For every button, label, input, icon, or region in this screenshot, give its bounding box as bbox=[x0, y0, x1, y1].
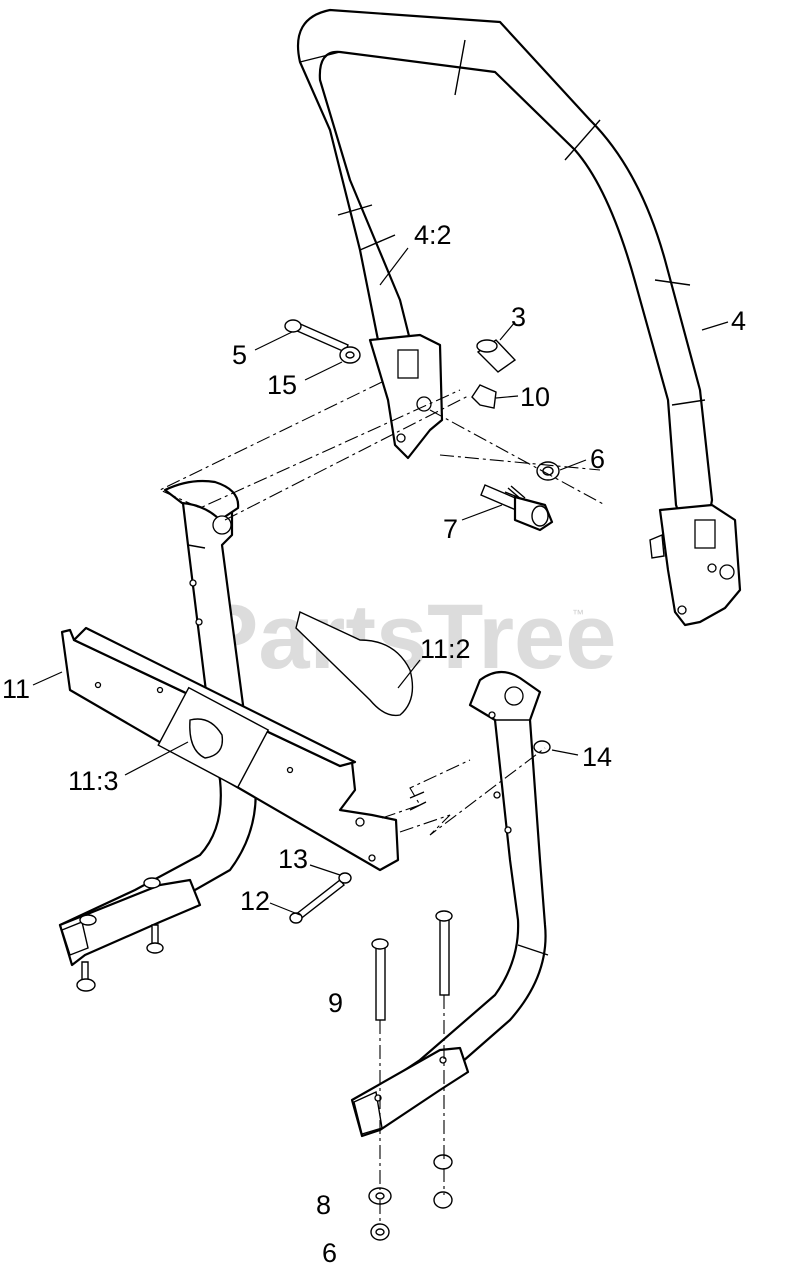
leader-lines bbox=[32, 247, 729, 916]
bolt-9a bbox=[371, 938, 389, 1021]
alignment-lines bbox=[158, 381, 606, 1225]
callout-11-3: 11:3 bbox=[68, 766, 119, 796]
nut-6-lower bbox=[370, 1223, 390, 1241]
upper-rollbar bbox=[296, 8, 742, 627]
callout-11: 11 bbox=[2, 674, 30, 704]
callout-5: 5 bbox=[232, 340, 247, 370]
washer-13 bbox=[338, 872, 352, 884]
bolt-9b bbox=[435, 910, 453, 996]
callout-7: 7 bbox=[443, 514, 458, 544]
callout-3: 3 bbox=[511, 302, 526, 332]
callout-12: 12 bbox=[240, 886, 270, 916]
nut-14 bbox=[533, 740, 551, 754]
panel-11 bbox=[60, 626, 427, 872]
callout-8: 8 bbox=[316, 1190, 331, 1220]
spacer-3 bbox=[476, 339, 517, 373]
callout-13: 13 bbox=[278, 844, 308, 874]
decal-11-2 bbox=[295, 611, 414, 717]
lower-right-frame bbox=[350, 670, 549, 1138]
callout-4-2: 4:2 bbox=[414, 220, 452, 250]
callout-4: 4 bbox=[731, 306, 746, 336]
callout-labels: 4:2 3 4 5 15 10 6 7 11 11:2 14 11:3 13 1… bbox=[2, 220, 746, 1268]
watermark-trademark: ™ bbox=[572, 607, 584, 621]
callout-6-lower: 6 bbox=[322, 1238, 337, 1268]
callout-15: 15 bbox=[267, 370, 297, 400]
callout-6-upper: 6 bbox=[590, 444, 605, 474]
bolt-12 bbox=[289, 879, 345, 924]
callout-9: 9 bbox=[328, 988, 343, 1018]
callout-14: 14 bbox=[582, 742, 612, 772]
callout-11-2: 11:2 bbox=[420, 634, 471, 664]
knob-7 bbox=[480, 484, 554, 532]
washer-15 bbox=[339, 346, 361, 364]
lower-left-frame bbox=[58, 479, 257, 992]
nut-lower-right bbox=[433, 1154, 453, 1209]
pin-5 bbox=[284, 319, 349, 353]
callout-10: 10 bbox=[520, 382, 550, 412]
clip-10 bbox=[471, 384, 497, 409]
